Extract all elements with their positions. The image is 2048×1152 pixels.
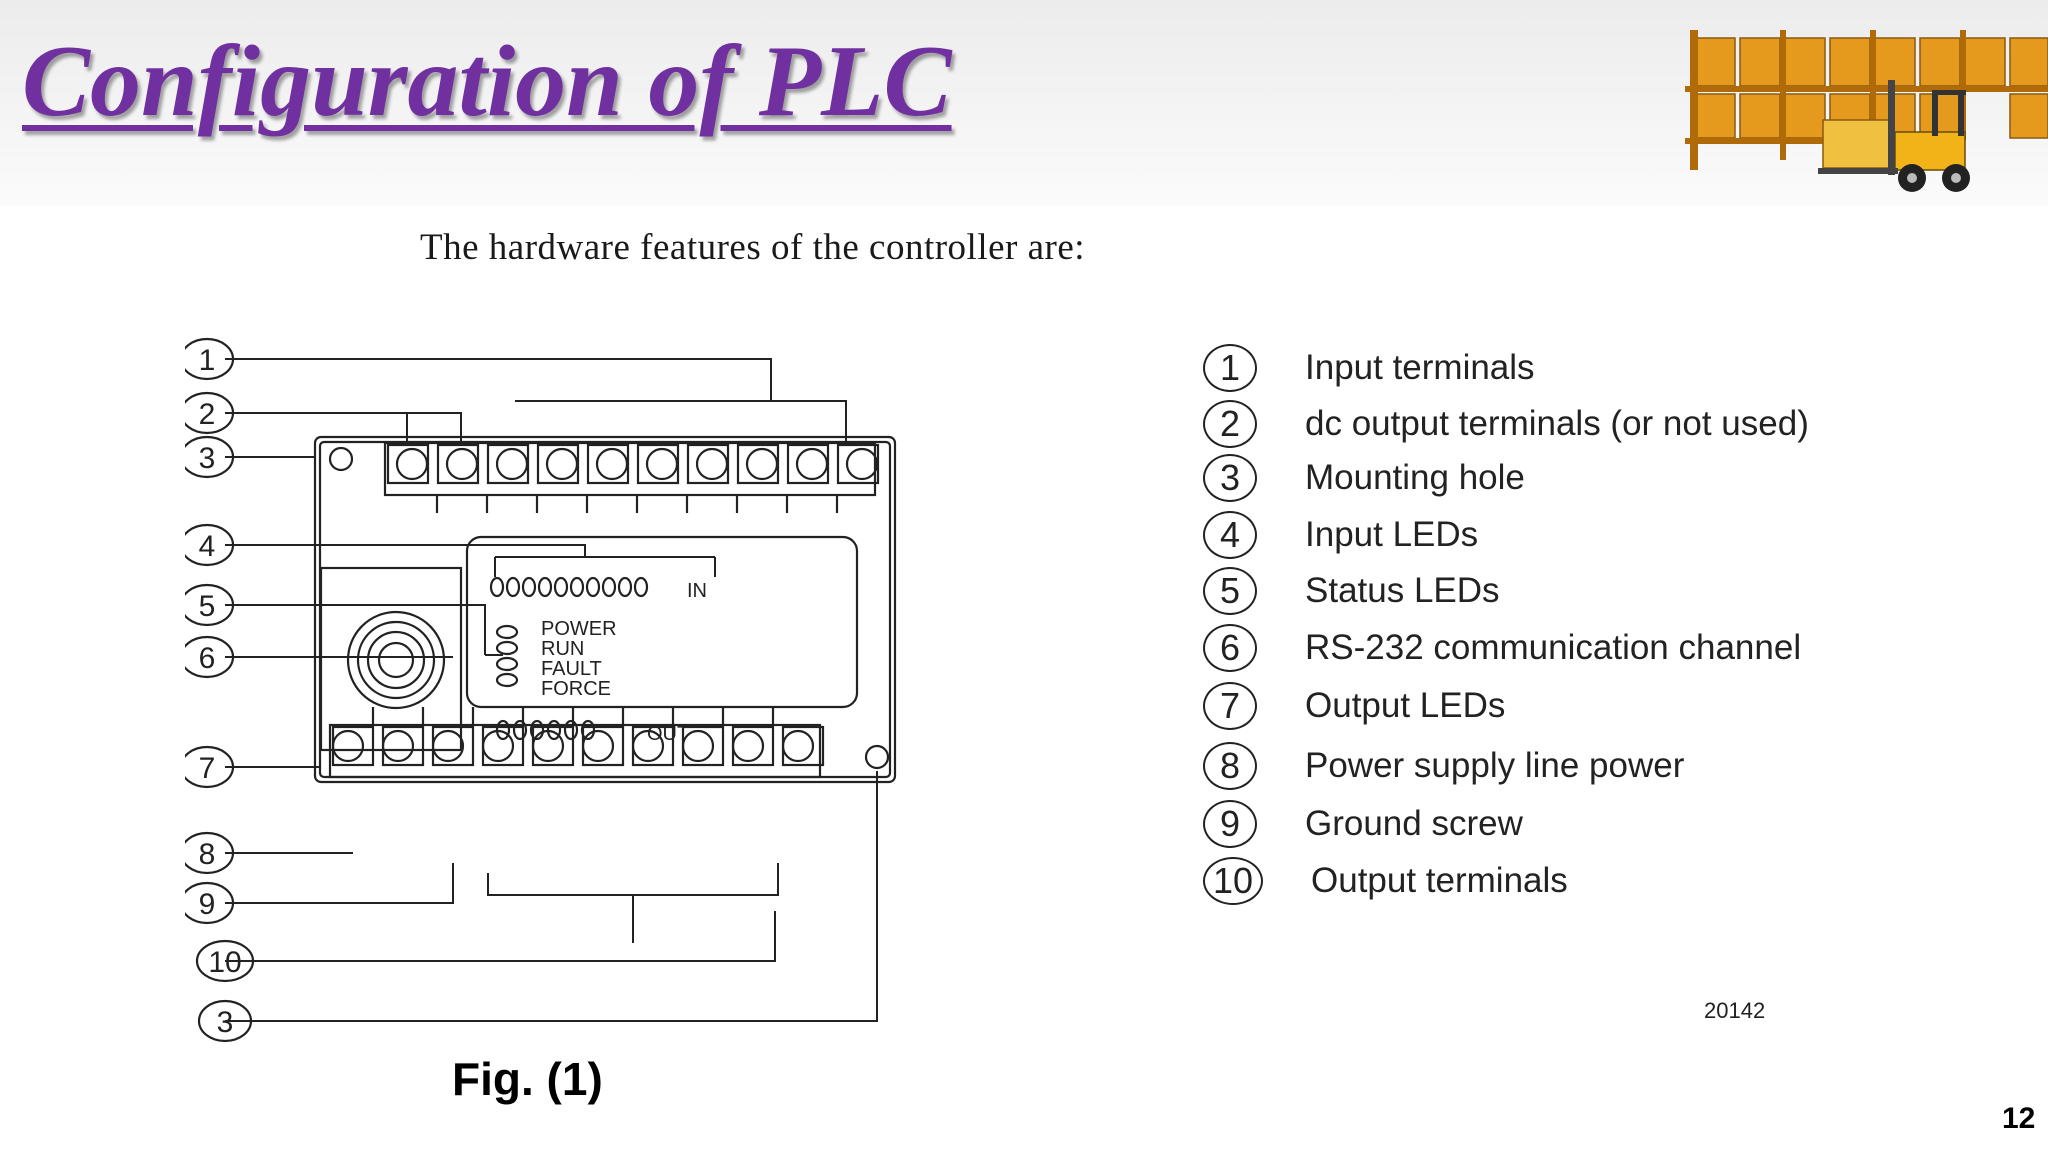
legend-number: 2	[1203, 400, 1257, 448]
legend-label: dc output terminals (or not used)	[1305, 404, 1809, 443]
plc-diagram: IN POWER RUN FAULT FORCE OUT	[185, 337, 897, 1043]
figure-code: 20142	[1704, 998, 1766, 1023]
legend-item: 8 Power supply line power	[1203, 738, 1684, 794]
legend-label: RS-232 communication channel	[1305, 628, 1802, 667]
slide-title: Configuration of PLC	[22, 25, 952, 138]
mounting-hole-bottom	[864, 744, 890, 770]
callout-9: 9	[199, 888, 216, 921]
output-leds	[495, 719, 596, 741]
legend-item: 3 Mounting hole	[1203, 450, 1525, 506]
legend-label: Output terminals	[1311, 861, 1568, 900]
legend-item: 2 dc output terminals (or not used)	[1203, 396, 1809, 452]
fault-label: FAULT	[541, 658, 602, 680]
legend-label: Power supply line power	[1305, 746, 1685, 785]
legend-number: 4	[1203, 511, 1257, 559]
forklift-icon	[1818, 80, 1970, 192]
warehouse-forklift-icon	[1685, 30, 2048, 192]
legend-item: 7 Output LEDs	[1203, 678, 1505, 734]
callout-4: 4	[199, 530, 216, 563]
input-terminal-strip	[328, 443, 880, 513]
output-terminal-strip	[331, 707, 890, 770]
input-leds	[489, 576, 649, 598]
legend-number: 8	[1203, 742, 1257, 790]
legend-label: Input LEDs	[1305, 515, 1479, 554]
legend-number: 10	[1203, 857, 1263, 905]
legend-item: 10 Output terminals	[1203, 853, 1568, 909]
callout-8: 8	[199, 838, 216, 871]
rs232-port	[319, 566, 463, 752]
legend-number: 1	[1203, 344, 1257, 392]
figure-caption: Fig. (1)	[452, 1053, 603, 1105]
legend-label: Ground screw	[1305, 804, 1523, 843]
callout-5: 5	[199, 590, 216, 623]
status-leds	[495, 624, 519, 688]
callout-1: 1	[199, 344, 216, 377]
callout-10: 10	[208, 946, 241, 979]
force-label: FORCE	[541, 678, 611, 700]
callout-3b: 3	[217, 1006, 234, 1039]
run-label: RUN	[541, 638, 584, 660]
callout-6: 6	[199, 642, 216, 675]
callout-circles	[185, 337, 255, 1043]
out-label: OUT	[647, 723, 689, 745]
legend-number: 3	[1203, 454, 1257, 502]
legend-label: Input terminals	[1305, 348, 1535, 387]
legend-number: 6	[1203, 624, 1257, 672]
intro-text: The hardware features of the controller …	[420, 227, 1086, 268]
legend-label: Output LEDs	[1305, 686, 1506, 725]
legend-item: 9 Ground screw	[1203, 796, 1523, 852]
legend-number: 7	[1203, 682, 1257, 730]
legend-item: 1 Input terminals	[1203, 340, 1535, 396]
callout-7: 7	[199, 752, 216, 785]
legend-label: Status LEDs	[1305, 571, 1500, 610]
power-label: POWER	[541, 618, 617, 640]
mounting-hole-top	[328, 446, 354, 472]
legend-number: 5	[1203, 567, 1257, 615]
callout-3: 3	[199, 442, 216, 475]
legend-item: 5 Status LEDs	[1203, 563, 1500, 619]
leader-lines	[225, 358, 878, 1022]
plc-body	[313, 435, 897, 784]
slide-number: 12	[2002, 1102, 2036, 1135]
callout-2: 2	[199, 398, 216, 431]
in-label: IN	[687, 580, 707, 602]
legend-item: 6 RS-232 communication channel	[1203, 620, 1801, 676]
legend-item: 4 Input LEDs	[1203, 507, 1478, 563]
legend-label: Mounting hole	[1305, 458, 1525, 497]
legend-number: 9	[1203, 800, 1257, 848]
